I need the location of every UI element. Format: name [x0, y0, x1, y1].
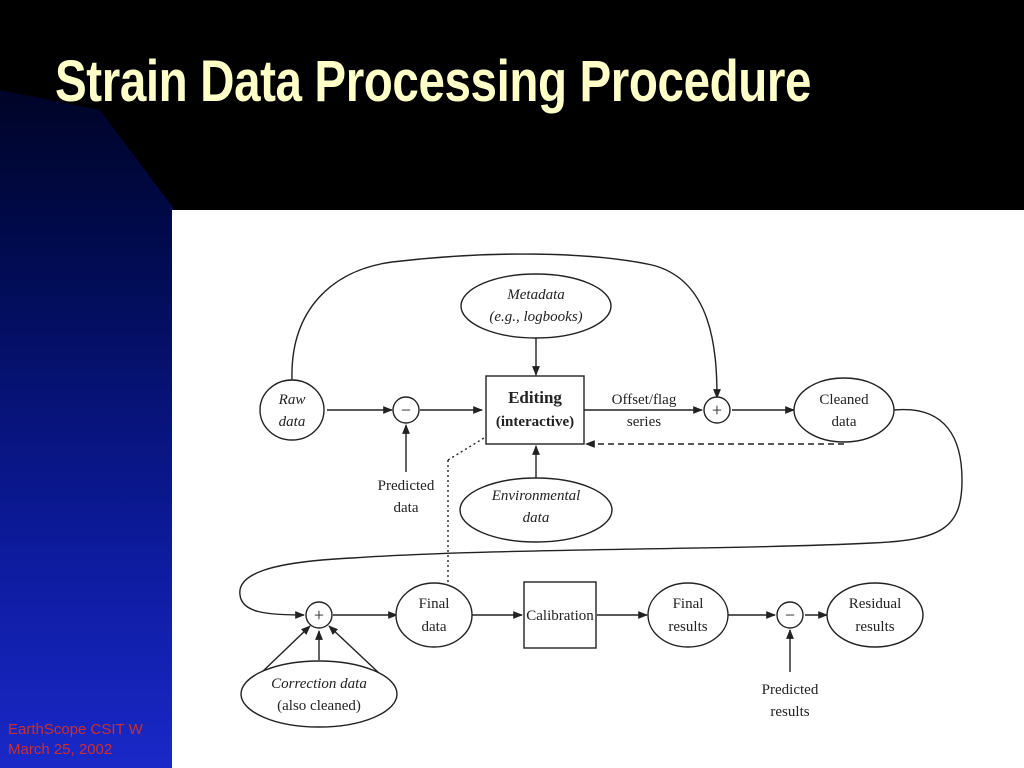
- metadata-label-1: Metadata: [506, 287, 565, 303]
- final-results-node: [647, 582, 729, 648]
- cleaned-to-correction-plus-loop: [239, 408, 963, 619]
- environmental-label-1: Environmental: [491, 488, 581, 504]
- calibration-label: Calibration: [526, 608, 594, 624]
- plus-sign-bottom: +: [314, 605, 324, 625]
- final-data-label-1: Final: [419, 596, 450, 612]
- plus-junction-top: [703, 396, 731, 424]
- raw-data-label-2: data: [279, 414, 306, 430]
- plus-sign-top: +: [712, 400, 722, 420]
- raw-data-label-1: Raw: [278, 392, 306, 408]
- correction-to-plus-arrow-right: [328, 625, 381, 675]
- cleaned-data-node: [793, 377, 895, 443]
- correction-data-node: [240, 660, 398, 728]
- final-results-label-1: Final: [673, 596, 704, 612]
- final-data-label-2: data: [422, 619, 447, 635]
- offset-flag-label-2: series: [627, 414, 661, 430]
- predicted-results-label-2: results: [770, 704, 809, 720]
- minus-junction-bottom: [776, 601, 804, 629]
- raw-to-plus-loop: [291, 253, 721, 399]
- metadata-label-2: (e.g., logbooks): [489, 309, 582, 325]
- editing-node: [485, 375, 585, 445]
- plus-junction-bottom: [305, 601, 333, 629]
- metadata-node: [460, 273, 612, 339]
- raw-data-node: [259, 379, 325, 441]
- footer-event: EarthScope CSIT W: [8, 721, 143, 738]
- minus-sign-top: −: [401, 400, 411, 420]
- correction-data-label-1: Correction data: [271, 676, 367, 692]
- environmental-data-node: [459, 477, 613, 543]
- slide-footer: EarthScope CSIT W March 25, 2002: [8, 720, 143, 760]
- offset-flag-label-1: Offset/flag: [612, 392, 677, 408]
- editing-label-2: (interactive): [496, 414, 574, 430]
- footer-date: March 25, 2002: [8, 741, 113, 758]
- final-results-label-2: results: [668, 619, 707, 635]
- cleaned-data-label-1: Cleaned: [819, 392, 869, 408]
- slide-title: Strain Data Processing Procedure: [55, 49, 812, 114]
- predicted-data-label-1: Predicted: [378, 478, 435, 494]
- residual-results-label-2: results: [855, 619, 894, 635]
- predicted-data-label-2: data: [394, 500, 419, 516]
- correction-data-label-2: (also cleaned): [277, 698, 361, 714]
- residual-results-label-1: Residual: [849, 596, 902, 612]
- environmental-label-2: data: [523, 510, 550, 526]
- minus-sign-bottom: −: [785, 605, 795, 625]
- predicted-results-label-1: Predicted: [762, 682, 819, 698]
- correction-to-plus-arrow-left: [259, 625, 311, 675]
- diagram-panel: − + + − Raw data Metadata (e.g., logbook…: [172, 210, 1024, 768]
- calibration-node: [523, 581, 597, 649]
- residual-results-node: [826, 582, 924, 648]
- processing-flow-diagram: − + + − Raw data Metadata (e.g., logbook…: [239, 253, 963, 728]
- editing-label-1: Editing: [508, 388, 562, 407]
- cleaned-data-label-2: data: [832, 414, 857, 430]
- minus-junction-top: [392, 396, 420, 424]
- final-data-node: [395, 582, 473, 648]
- dotted-final-to-editing-2: [447, 437, 485, 461]
